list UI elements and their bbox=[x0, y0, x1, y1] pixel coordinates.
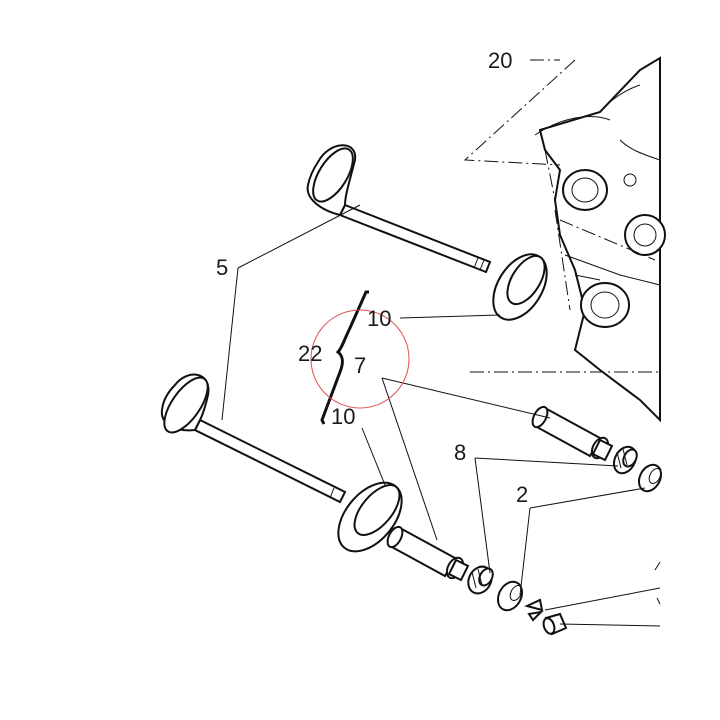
callout-10-lower: 10 bbox=[331, 404, 355, 429]
callout-20: 20 bbox=[488, 48, 512, 73]
callout-2: 2 bbox=[516, 482, 528, 507]
callout-10-upper: 10 bbox=[367, 306, 391, 331]
cylinder-head bbox=[534, 56, 666, 423]
lower-valve-seal bbox=[337, 481, 403, 553]
valve-cap bbox=[542, 612, 568, 636]
callout-22: 22 bbox=[298, 341, 322, 366]
highlight-circle bbox=[310, 309, 410, 409]
center-lines bbox=[463, 59, 660, 373]
lower-valve-guide bbox=[386, 525, 470, 582]
upper-stem-seal bbox=[612, 445, 638, 475]
callout-5: 5 bbox=[216, 255, 228, 280]
lower-stem-seal bbox=[467, 565, 494, 595]
upper-valve-guide bbox=[531, 405, 614, 462]
upper-valve bbox=[306, 144, 492, 274]
upper-valve-seal bbox=[492, 253, 548, 321]
leader-lines bbox=[221, 204, 661, 627]
callout-7: 7 bbox=[354, 353, 366, 378]
lower-valve bbox=[160, 373, 347, 504]
valve-collets bbox=[524, 598, 544, 622]
lower-spring-seat bbox=[497, 580, 523, 612]
upper-spring-seat bbox=[637, 463, 663, 493]
callout-8: 8 bbox=[454, 440, 466, 465]
bracket-22 bbox=[320, 290, 369, 425]
